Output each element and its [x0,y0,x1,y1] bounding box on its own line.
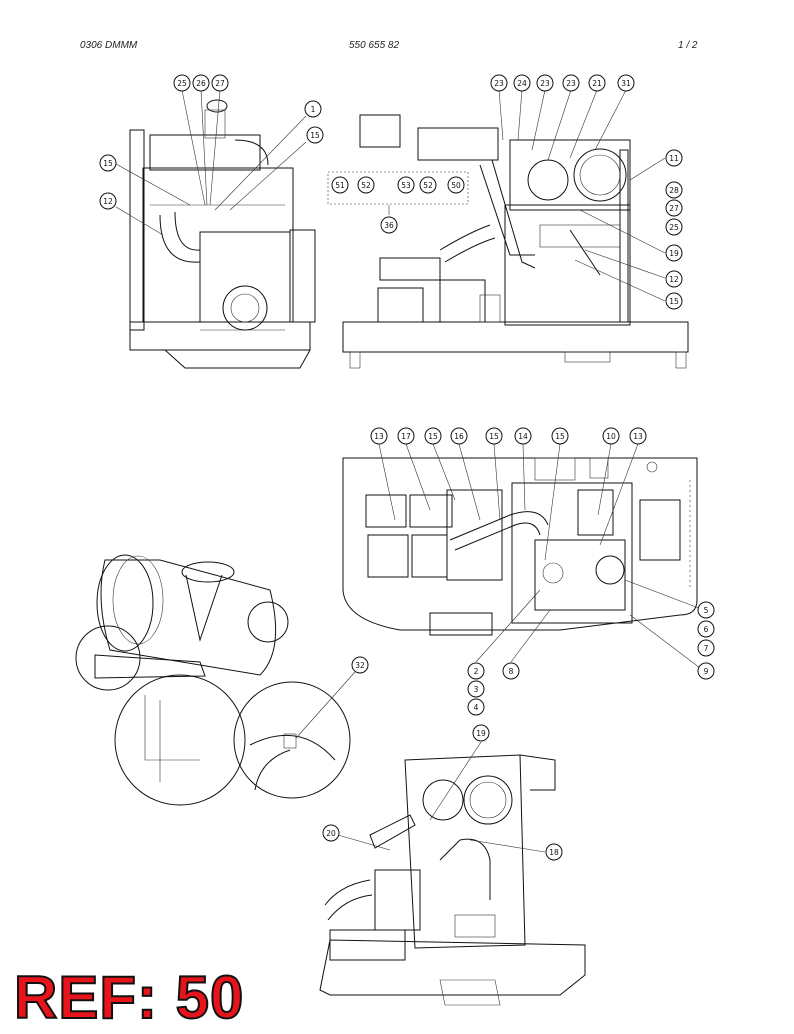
view-air-filter-detail [75,554,356,806]
callout-label: 6 [704,625,709,634]
callout-group-detail: 32 [351,656,369,674]
header-left-code: 0306 DMMM [80,40,138,51]
callout-label: 28 [669,186,679,195]
callout-label: 52 [423,181,433,190]
callout-label: 1 [311,105,316,114]
callout-label: 19 [476,729,486,738]
callout-label: 24 [517,79,527,88]
callout-label: 9 [704,667,709,676]
callout-label: 15 [310,131,320,140]
callout-label: 5 [704,606,709,615]
callout-group-middle: 13 17 15 16 15 14 15 10 13 5 6 7 9 2 3 4… [370,427,715,716]
callout-label: 15 [103,159,113,168]
callout-group-bottom: 19 20 18 [322,724,563,861]
callout-label: 15 [489,432,499,441]
view-isometric [319,754,586,1006]
view-engine-side [129,99,316,369]
callout-label: 12 [103,197,113,206]
callout-label: 27 [669,204,679,213]
callout-label: 13 [374,432,384,441]
callout-label: 14 [518,432,528,441]
callout-label: 25 [177,79,187,88]
callout-group-top-left: 25 26 27 1 15 15 12 [99,74,324,210]
callout-label: 18 [549,848,559,857]
callout-label: 10 [606,432,616,441]
callout-label: 20 [326,829,336,838]
callout-group-top-right: 23 24 23 23 21 31 11 28 27 25 19 12 15 5… [331,74,683,310]
reference-label: REF: 50 [13,964,245,1031]
callout-label: 19 [669,249,679,258]
callout-label: 32 [355,661,365,670]
callout-label: 8 [509,667,514,676]
view-genset-top [342,457,698,636]
callout-label: 36 [384,221,394,230]
leader-lines [115,89,705,853]
callout-label: 23 [540,79,550,88]
callout-label: 7 [704,644,709,653]
callout-label: 15 [669,297,679,306]
header-page-number: 1 / 2 [678,40,698,51]
callout-label: 16 [454,432,464,441]
callout-label: 11 [669,154,679,163]
callout-label: 31 [621,79,631,88]
callout-label: 17 [401,432,411,441]
callout-label: 15 [555,432,565,441]
callout-label: 27 [215,79,225,88]
callout-label: 50 [451,181,461,190]
view-genset-side [327,114,689,369]
callout-label: 51 [335,181,345,190]
header-part-number: 550 655 82 [349,40,400,51]
callout-label: 23 [494,79,504,88]
callout-label: 2 [474,667,479,676]
callout-label: 53 [401,181,411,190]
callout-label: 13 [633,432,643,441]
callout-label: 23 [566,79,576,88]
callout-label: 15 [428,432,438,441]
callout-label: 52 [361,181,371,190]
callout-label: 21 [592,79,602,88]
callout-label: 4 [474,703,479,712]
callout-label: 26 [196,79,206,88]
callout-label: 25 [669,223,679,232]
callout-label: 3 [474,685,479,694]
callout-label: 12 [669,275,679,284]
